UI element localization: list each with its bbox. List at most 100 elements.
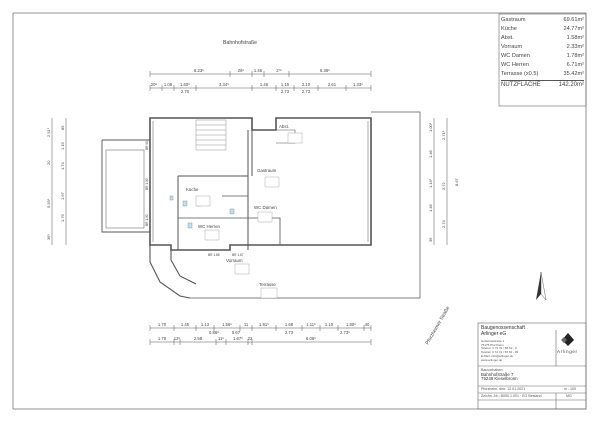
dim-bot2-3: 11⁵ (218, 336, 224, 341)
dim-bot1-4: 11 (244, 322, 249, 327)
dim-top2-3: 3.34⁵ (219, 82, 229, 87)
svg-text:8.67: 8.67 (454, 177, 459, 186)
plan-scale: m : 100 (564, 387, 576, 391)
dim-bot2-5: 22 (248, 336, 253, 341)
project-address: Bahnhofstraße 7 75249 Kieselbronn (481, 372, 518, 382)
svg-text:1.79: 1.79 (60, 213, 65, 222)
dim-top1-2: 1.46 (254, 68, 263, 73)
svg-text:BR 1.67: BR 1.67 (232, 253, 244, 257)
dim-bot1-sub-0: 0.86⁵ (209, 330, 219, 335)
dim-top1-4: 6.36⁵ (320, 68, 330, 73)
dim-top2-sub-2: 2.73 (302, 89, 311, 94)
svg-text:BR 1.85: BR 1.85 (208, 253, 220, 257)
dimension-chains-left (51, 118, 67, 245)
room-label-abst: Abst. (279, 124, 289, 129)
svg-text:1.16⁵: 1.16⁵ (428, 178, 433, 188)
area-legend-frame (498, 13, 587, 107)
svg-text:1.19: 1.19 (60, 141, 65, 150)
area-row: Abst.1.58m² (501, 35, 584, 41)
dim-bot1-0: 1.70 (158, 322, 167, 327)
area-row: Terrasse (x0.5)35.42m² (501, 71, 584, 77)
dimension-chains-bottom (149, 325, 372, 345)
dim-top1-1: 26⁵ (238, 68, 245, 73)
svg-text:BR 90: BR 90 (145, 141, 149, 150)
dim-bot2-2: 2.58 (194, 336, 203, 341)
dim-bot1-5: 1.91⁵ (259, 322, 269, 327)
svg-text:1.46: 1.46 (428, 149, 433, 158)
room-label-vorraum: Vorraum (226, 258, 243, 263)
svg-text:1.67: 1.67 (60, 191, 65, 200)
dim-left-labels: 2.51⁵ 20 5.93⁵ 36⁵ 85 1.19 1.74 1.67 1.7… (46, 125, 65, 240)
room-label-terrasse: Terrasse (259, 282, 276, 287)
svg-text:36⁵: 36⁵ (46, 234, 51, 240)
svg-text:1.46: 1.46 (428, 203, 433, 212)
project-label: Bauvorhaben: (481, 368, 504, 372)
dimension-chains-top (149, 71, 372, 91)
plan-date: Pforzheim, den: 12.01.2021 (481, 387, 526, 391)
dim-top2-2: 1.60⁵ (180, 82, 190, 87)
dim-bot1-sub-3: 2.73⁵ (340, 330, 350, 335)
dim-bot1-6: 1.68 (285, 322, 294, 327)
dim-top2-sub-1: 2.73 (281, 89, 290, 94)
dim-bot1-3: 1.56⁵ (222, 322, 232, 327)
north-arrow-icon (536, 271, 547, 301)
drawn-by: MG (566, 394, 572, 398)
company-address: Hubertusstraße 4 75175 Pforzheim Telefon… (481, 339, 519, 362)
svg-text:5.93⁵: 5.93⁵ (46, 198, 51, 208)
room-label-gastraum: Gastraum (257, 168, 277, 173)
svg-text:2.71⁵: 2.71⁵ (441, 130, 446, 140)
svg-text:85: 85 (60, 125, 65, 130)
dim-right-labels: 1.00⁵ 1.46 1.16⁵ 1.46 36 2.71⁵ 2.72 2.74… (428, 122, 459, 242)
dim-bot2-1: 12⁵ (174, 336, 181, 341)
dim-top2-0: 20⁵ (151, 82, 158, 87)
dim-bot1-sub-1: 0.67 (232, 330, 241, 335)
logo-text: Arlinger (557, 349, 578, 354)
dim-top2-8: 1.33⁵ (353, 82, 363, 87)
dim-top2-5: 1.15 (281, 82, 290, 87)
dim-bot1-sub-2: 2.73 (285, 330, 294, 335)
staircase (195, 119, 227, 151)
dim-bot1-10: 40 (365, 322, 370, 327)
dimension-chains-right (433, 118, 448, 245)
dim-top1-0: 8.23⁵ (194, 68, 204, 73)
title-block-frame (477, 322, 587, 410)
terrace-outline (190, 111, 421, 299)
svg-text:36: 36 (428, 237, 433, 242)
svg-text:BR 1.30: BR 1.30 (145, 178, 149, 190)
svg-text:1.00⁵: 1.00⁵ (428, 122, 433, 132)
dim-bot1-8: 1.10 (325, 322, 334, 327)
svg-text:2.72: 2.72 (441, 181, 446, 190)
arlinger-logo-icon (561, 333, 574, 346)
company-name: Baugenossenschaft Arlinger eG (481, 325, 525, 337)
svg-text:2.74: 2.74 (441, 219, 446, 228)
dim-top2-7: 2.61 (328, 82, 337, 87)
sheet-frame (12, 12, 587, 410)
dim-bot2-4: 1.67⁵ (233, 336, 243, 341)
building-walls (101, 117, 372, 299)
dim-bot1-2: 1.13 (201, 322, 210, 327)
svg-text:20: 20 (46, 160, 51, 165)
dim-bot1-7: 1.11⁵ (306, 322, 316, 327)
dim-bot2-0: 1.70 (158, 336, 167, 341)
dim-top2-sub-0: 2.70 (181, 89, 190, 94)
dim-top2-4: 1.46 (260, 82, 269, 87)
dim-bot1-9: 1.80⁵ (346, 322, 356, 327)
window-notes: BR 90 BR 1.30 BR 1.30 BR 1.85 BR 1.67 (145, 141, 244, 257)
dim-bot1-1: 1.45 (181, 322, 190, 327)
room-label-wc-damen: WC Damen (254, 205, 277, 210)
room-label-wc-herren: WC Herren (198, 224, 221, 229)
room-info-boxes (195, 132, 303, 299)
svg-text:1.74: 1.74 (60, 161, 65, 170)
street-top-label: Bahnhofstraße (223, 40, 257, 46)
dim-bot2-6: 8.06⁵ (306, 336, 316, 341)
dim-top2-6: 2.10 (302, 82, 311, 87)
svg-text:2.51⁵: 2.51⁵ (46, 127, 51, 137)
svg-text:BR 1.30: BR 1.30 (145, 214, 149, 226)
